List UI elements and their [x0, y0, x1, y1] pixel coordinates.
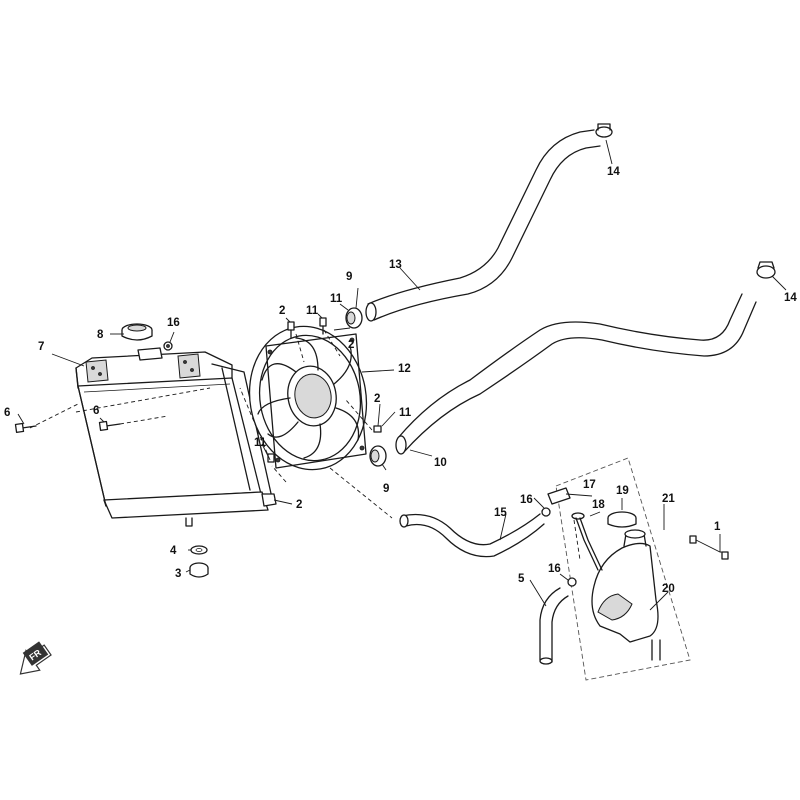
callout-13: 13 — [389, 259, 402, 271]
fan-grommet-lower — [369, 445, 387, 467]
front-direction-arrow-icon: FR — [19, 641, 52, 675]
bolt-mid — [98, 420, 121, 432]
leader-lines — [17, 139, 787, 611]
callout-12: 12 — [398, 363, 411, 375]
callout-21: 21 — [662, 493, 675, 505]
radiator-cap — [121, 323, 153, 341]
hose-clamp — [163, 341, 173, 351]
fan-bolt-right — [373, 425, 382, 433]
upper-radiator-hose — [365, 129, 601, 322]
callout-2: 2 — [296, 499, 302, 511]
bolt-left — [14, 422, 37, 434]
callout-16: 16 — [167, 317, 180, 329]
grommet-upper — [190, 545, 208, 555]
hose-clamp-upper — [595, 123, 613, 138]
callout-11: 11 — [330, 293, 343, 305]
fan-bolt-top-right — [319, 317, 327, 335]
callout-3: 3 — [175, 568, 181, 580]
callout-16: 16 — [520, 494, 533, 506]
callout-5: 5 — [518, 573, 525, 585]
callout-7: 7 — [38, 341, 44, 353]
callout-11: 11 — [399, 407, 412, 419]
hose-clamp-15 — [541, 507, 551, 517]
callout-2: 2 — [279, 305, 285, 317]
callout-18: 18 — [592, 499, 605, 511]
reservoir-drain-hose — [539, 587, 569, 665]
reservoir-sensor — [571, 512, 603, 571]
lower-radiator-hose — [395, 293, 757, 455]
overflow-hose — [399, 513, 545, 558]
reservoir-fitting — [547, 487, 571, 505]
callout-2: 2 — [374, 393, 380, 405]
fan-bolt-top-left — [287, 321, 295, 339]
callout-1: 1 — [714, 521, 721, 533]
callout-14: 14 — [607, 166, 620, 178]
grommet-lower — [189, 562, 209, 578]
callout-labels: 1 2 2 2 2 3 4 5 6 6 7 8 9 9 10 11 11 11 … — [4, 166, 797, 595]
callout-19: 19 — [616, 485, 629, 497]
fan-grommet-upper — [345, 307, 363, 329]
callout-17: 17 — [583, 479, 596, 491]
reservoir-cap — [607, 511, 637, 528]
callout-8: 8 — [97, 329, 104, 341]
reservoir-bolt-lower — [721, 551, 729, 560]
callout-10: 10 — [434, 457, 447, 469]
callout-4: 4 — [170, 545, 177, 557]
callout-2: 2 — [348, 339, 354, 351]
callout-9: 9 — [383, 483, 389, 495]
callout-9: 9 — [346, 271, 352, 283]
coolant-reservoir — [591, 529, 661, 661]
callout-11: 11 — [254, 437, 267, 449]
hose-clamp-right — [756, 261, 776, 279]
callout-6: 6 — [93, 405, 99, 417]
callout-16: 16 — [548, 563, 561, 575]
radiator — [75, 347, 277, 527]
reservoir-bolt-upper — [689, 535, 697, 544]
reservoir-group-outline — [555, 457, 691, 681]
fan-bolt-left — [267, 453, 275, 463]
callout-15: 15 — [494, 507, 507, 519]
hose-clamp-5 — [567, 577, 577, 587]
callout-6: 6 — [4, 407, 10, 419]
callout-11: 11 — [306, 305, 319, 317]
cooling-fan — [248, 325, 368, 471]
callout-14: 14 — [784, 292, 797, 304]
callout-20: 20 — [662, 583, 675, 595]
